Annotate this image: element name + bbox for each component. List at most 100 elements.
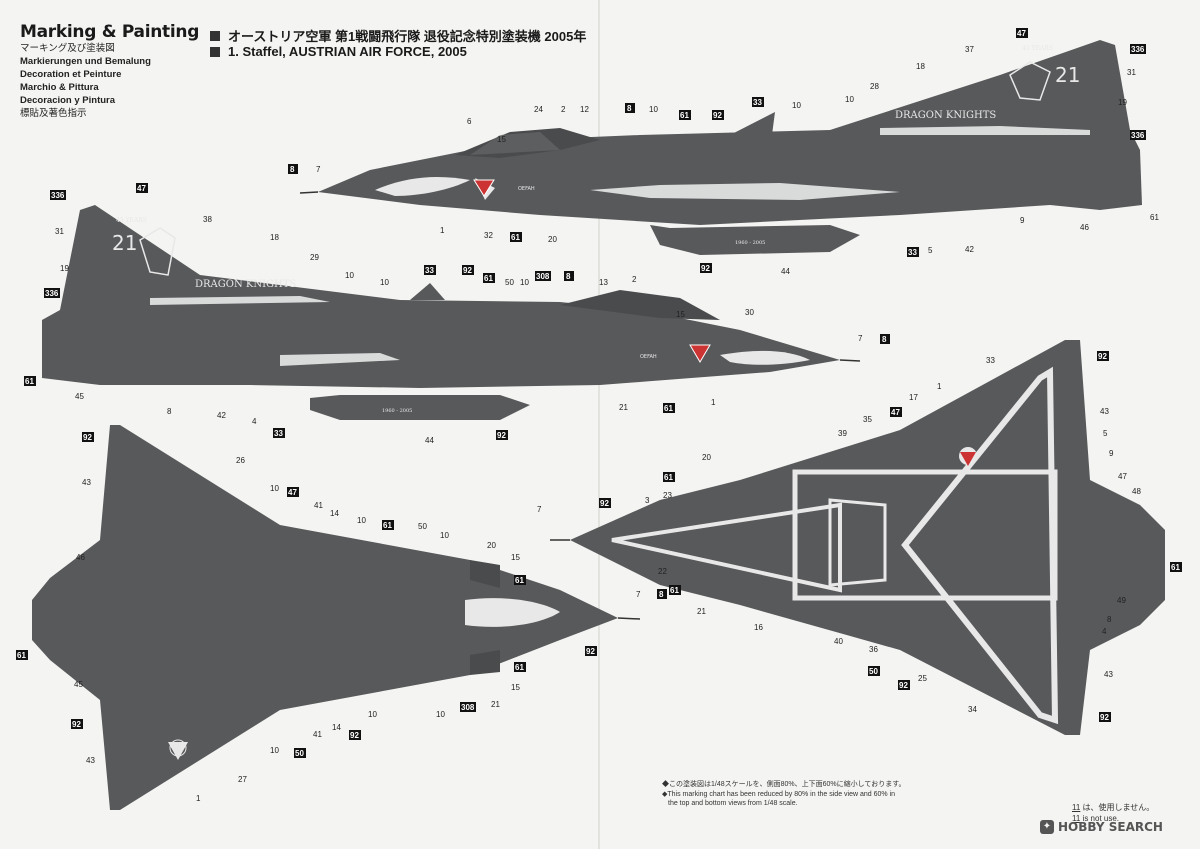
title-block: Marking & Painting マーキング及び塗装図 Markierung… <box>20 22 199 120</box>
svg-text:8: 8 <box>566 272 571 281</box>
svg-text:5: 5 <box>1103 429 1108 438</box>
svg-text:42: 42 <box>965 245 974 254</box>
svg-text:50: 50 <box>505 278 514 287</box>
svg-text:10: 10 <box>845 95 854 104</box>
svg-text:61: 61 <box>664 473 673 482</box>
side-view-right: 21 45 YEARS DRAGON KNIGHTS 1960 - 2005 O… <box>299 40 1142 255</box>
subtitle-cn: 標貼及著色指示 <box>20 108 87 119</box>
header-jp: オーストリア空軍 第1戦闘飛行隊 退役記念特別塗装機 2005年 <box>210 26 586 45</box>
svg-text:336: 336 <box>51 191 65 200</box>
svg-text:46: 46 <box>76 553 85 562</box>
svg-text:10: 10 <box>792 101 801 110</box>
svg-text:28: 28 <box>870 82 879 91</box>
subtitle-es: Decoracion y Pintura <box>20 95 116 106</box>
svg-text:8: 8 <box>290 165 295 174</box>
svg-text:1: 1 <box>196 794 201 803</box>
svg-text:2: 2 <box>561 105 566 114</box>
page-fold <box>598 0 600 849</box>
svg-text:10: 10 <box>345 271 354 280</box>
svg-text:37: 37 <box>965 45 974 54</box>
svg-text:92: 92 <box>72 720 81 729</box>
svg-text:49: 49 <box>1117 596 1126 605</box>
svg-text:92: 92 <box>899 681 908 690</box>
svg-text:33: 33 <box>274 429 283 438</box>
svg-text:92: 92 <box>1098 352 1107 361</box>
svg-text:336: 336 <box>1131 131 1145 140</box>
svg-text:31: 31 <box>55 227 64 236</box>
svg-text:15: 15 <box>511 553 520 562</box>
svg-text:33: 33 <box>425 266 434 275</box>
svg-text:44: 44 <box>781 267 790 276</box>
unit-text-left: DRAGON KNIGHTS <box>195 279 296 290</box>
svg-text:92: 92 <box>600 499 609 508</box>
svg-text:27: 27 <box>238 775 247 784</box>
svg-text:21: 21 <box>697 607 706 616</box>
svg-text:45: 45 <box>75 392 84 401</box>
svg-text:92: 92 <box>1100 713 1109 722</box>
svg-text:15: 15 <box>511 683 520 692</box>
svg-text:47: 47 <box>1017 29 1026 38</box>
callouts: 8 7 6 15 24 2 12 8 10 61 92 33 10 10 28 … <box>16 28 1182 803</box>
svg-text:47: 47 <box>137 184 146 193</box>
subtitle-fr: Decoration et Peinture <box>20 69 122 80</box>
svg-text:9: 9 <box>1109 449 1114 458</box>
svg-text:50: 50 <box>418 522 427 531</box>
svg-text:10: 10 <box>649 105 658 114</box>
svg-text:26: 26 <box>236 456 245 465</box>
svg-text:1: 1 <box>937 382 942 391</box>
svg-text:19: 19 <box>1118 98 1127 107</box>
svg-text:92: 92 <box>463 266 472 275</box>
svg-text:336: 336 <box>1131 45 1145 54</box>
svg-text:7: 7 <box>636 590 641 599</box>
svg-text:18: 18 <box>916 62 925 71</box>
svg-text:31: 31 <box>1127 68 1136 77</box>
svg-text:8: 8 <box>1107 615 1112 624</box>
svg-text:34: 34 <box>968 705 977 714</box>
svg-text:43: 43 <box>1100 407 1109 416</box>
svg-text:47: 47 <box>288 488 297 497</box>
bottom-view <box>550 340 1165 735</box>
svg-text:16: 16 <box>754 623 763 632</box>
note-en-2: the top and bottom views from 1/48 scale… <box>668 800 798 807</box>
svg-text:10: 10 <box>440 531 449 540</box>
nose-text-right: OEFAH <box>518 186 535 192</box>
svg-text:33: 33 <box>908 248 917 257</box>
svg-text:20: 20 <box>548 235 557 244</box>
svg-text:19: 19 <box>60 264 69 273</box>
svg-text:22: 22 <box>658 567 667 576</box>
svg-text:61: 61 <box>664 404 673 413</box>
svg-text:35: 35 <box>863 415 872 424</box>
svg-text:10: 10 <box>436 710 445 719</box>
subtitle-it: Marchio & Pittura <box>20 82 99 93</box>
note-en-1: ◆This marking chart has been reduced by … <box>662 790 896 798</box>
svg-text:24: 24 <box>534 105 543 114</box>
svg-text:15: 15 <box>676 310 685 319</box>
svg-text:336: 336 <box>45 289 59 298</box>
hobby-search-logo-icon: ✦ <box>1040 820 1054 834</box>
svg-text:5: 5 <box>928 246 933 255</box>
svg-text:92: 92 <box>713 111 722 120</box>
svg-text:61: 61 <box>25 377 34 386</box>
svg-text:9: 9 <box>1020 216 1025 225</box>
svg-text:7: 7 <box>858 334 863 343</box>
side-view-left: 21 45 YEARS DRAGON KNIGHTS 1960 - 2005 O… <box>42 205 861 420</box>
svg-text:13: 13 <box>599 278 608 287</box>
svg-text:30: 30 <box>745 308 754 317</box>
svg-text:33: 33 <box>753 98 762 107</box>
svg-text:40: 40 <box>834 637 843 646</box>
note-jp: ◆この塗装図は1/48スケールを、側面80%、上下面60%に縮小しております。 <box>662 781 906 788</box>
anniversary-text-right: 45 YEARS <box>1022 45 1053 52</box>
svg-text:20: 20 <box>487 541 496 550</box>
svg-text:10: 10 <box>357 516 366 525</box>
svg-text:61: 61 <box>511 233 520 242</box>
svg-text:32: 32 <box>484 231 493 240</box>
svg-text:6: 6 <box>467 117 472 126</box>
svg-text:8: 8 <box>167 407 172 416</box>
svg-text:45: 45 <box>74 680 83 689</box>
svg-text:10: 10 <box>520 278 529 287</box>
svg-text:92: 92 <box>586 647 595 656</box>
svg-text:308: 308 <box>536 272 550 281</box>
svg-text:10: 10 <box>380 278 389 287</box>
svg-text:12: 12 <box>580 105 589 114</box>
scale-notes: ◆この塗装図は1/48スケールを、側面80%、上下面60%に縮小しております。 … <box>662 780 906 809</box>
